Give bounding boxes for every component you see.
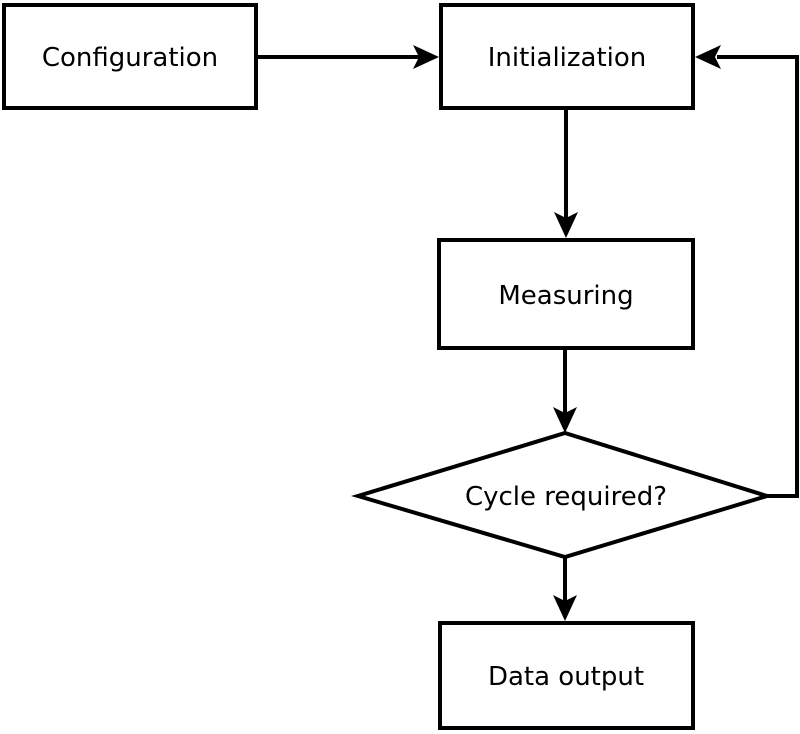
edge-measuring-to-decision [553,348,577,433]
node-measuring: Measuring [437,238,695,350]
initialization-box [439,3,695,110]
node-cycle-required-decision: Cycle required? [351,430,774,560]
edge-configuration-to-initialization [256,45,439,69]
data-output-label: Data output [488,662,644,692]
initialization-label: Initialization [488,43,647,73]
edge-line [717,55,799,498]
arrowhead-down-icon [554,212,578,238]
arrowhead-down-icon [553,595,577,621]
node-initialization: Initialization [439,3,695,110]
edge-decision-feedback-to-initialization [695,45,799,498]
arrowhead-right-icon [413,45,439,69]
node-data-output: Data output [438,621,695,730]
edge-initialization-to-measuring [554,108,578,238]
node-configuration: Configuration [2,3,258,110]
measuring-box [437,238,695,350]
cycle-required-label: Cycle required? [465,482,667,512]
configuration-box [2,3,258,110]
data-output-box [438,621,695,730]
arrowhead-left-icon [695,45,721,69]
configuration-label: Configuration [42,43,218,73]
edge-decision-to-data-output [553,555,577,621]
arrowhead-down-icon [553,407,577,433]
measuring-label: Measuring [498,281,633,311]
decision-diamond [351,430,774,560]
